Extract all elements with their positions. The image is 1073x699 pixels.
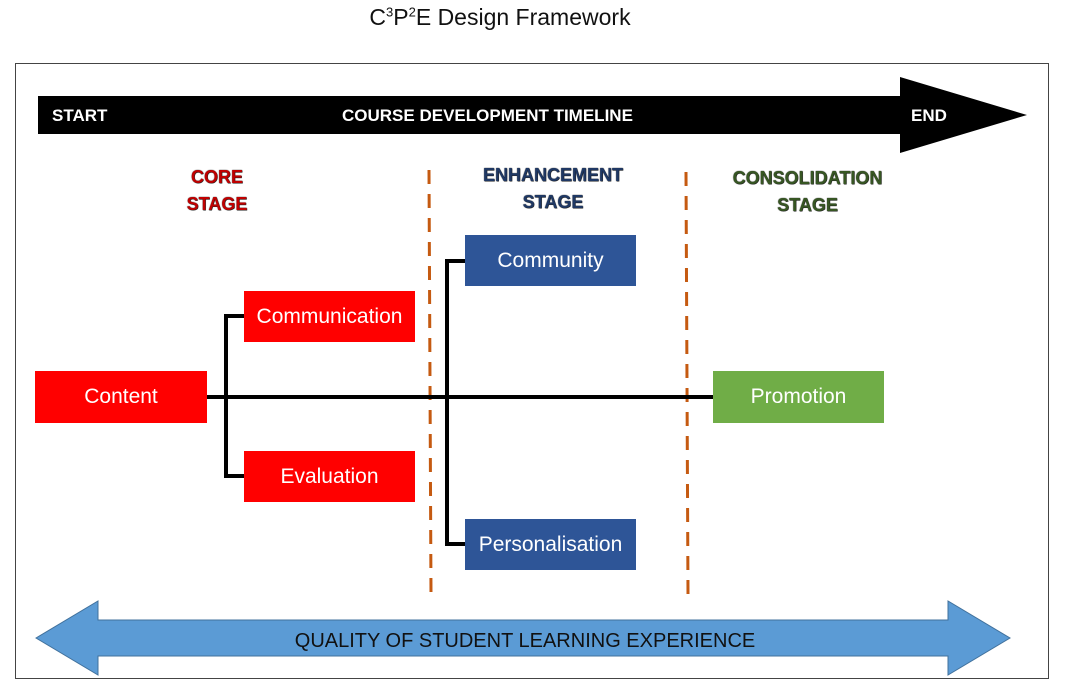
- communication-box: Communication: [244, 291, 415, 342]
- promotion-box: Promotion: [713, 371, 884, 423]
- content-box: Content: [35, 371, 207, 423]
- timeline-arrow: [38, 77, 1027, 153]
- connector-lines: [207, 259, 713, 546]
- divider-enhancement-consolidation: [684, 171, 690, 596]
- community-box: Community: [465, 235, 636, 286]
- quality-double-arrow: [35, 600, 1011, 676]
- timeline-end-label: END: [911, 106, 947, 125]
- personalisation-box: Personalisation: [465, 519, 636, 570]
- evaluation-box: Evaluation: [244, 451, 415, 502]
- diagram-frame: [15, 63, 1049, 679]
- quality-label: QUALITY OF STUDENT LEARNING EXPERIENCE: [294, 630, 756, 652]
- timeline-start-label: START: [52, 106, 108, 125]
- timeline-label: COURSE DEVELOPMENT TIMELINE: [342, 106, 633, 125]
- diagram-title: C3P2E Design Framework: [369, 4, 631, 30]
- divider-core-enhancement: [427, 169, 433, 596]
